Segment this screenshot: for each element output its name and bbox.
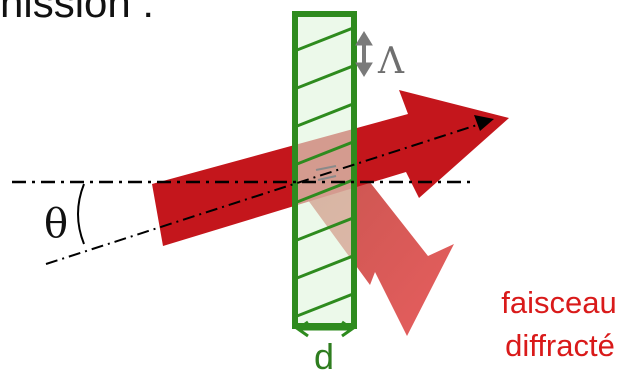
- theta-arc: [77, 183, 85, 245]
- period-marker: [355, 31, 373, 77]
- grating-fill: [295, 14, 354, 326]
- inner-dash: [317, 175, 337, 181]
- grating: [292, 11, 357, 329]
- header-fragment: nission :: [0, 0, 155, 26]
- period-label: Λ: [378, 41, 404, 82]
- beam-axis-arrowhead: [474, 115, 494, 131]
- grating-fringes: [295, 25, 354, 319]
- beam-axis: [45, 123, 481, 265]
- angle-label: θ: [44, 201, 69, 247]
- inner-dash: [315, 165, 337, 171]
- diffracted-beam-label-line2: diffracté: [505, 328, 615, 363]
- diffracted-beam-label-line1: faisceau: [501, 285, 617, 320]
- grating-outline: [292, 11, 357, 329]
- thickness-label: d: [313, 336, 335, 377]
- thickness-marker: [295, 320, 355, 338]
